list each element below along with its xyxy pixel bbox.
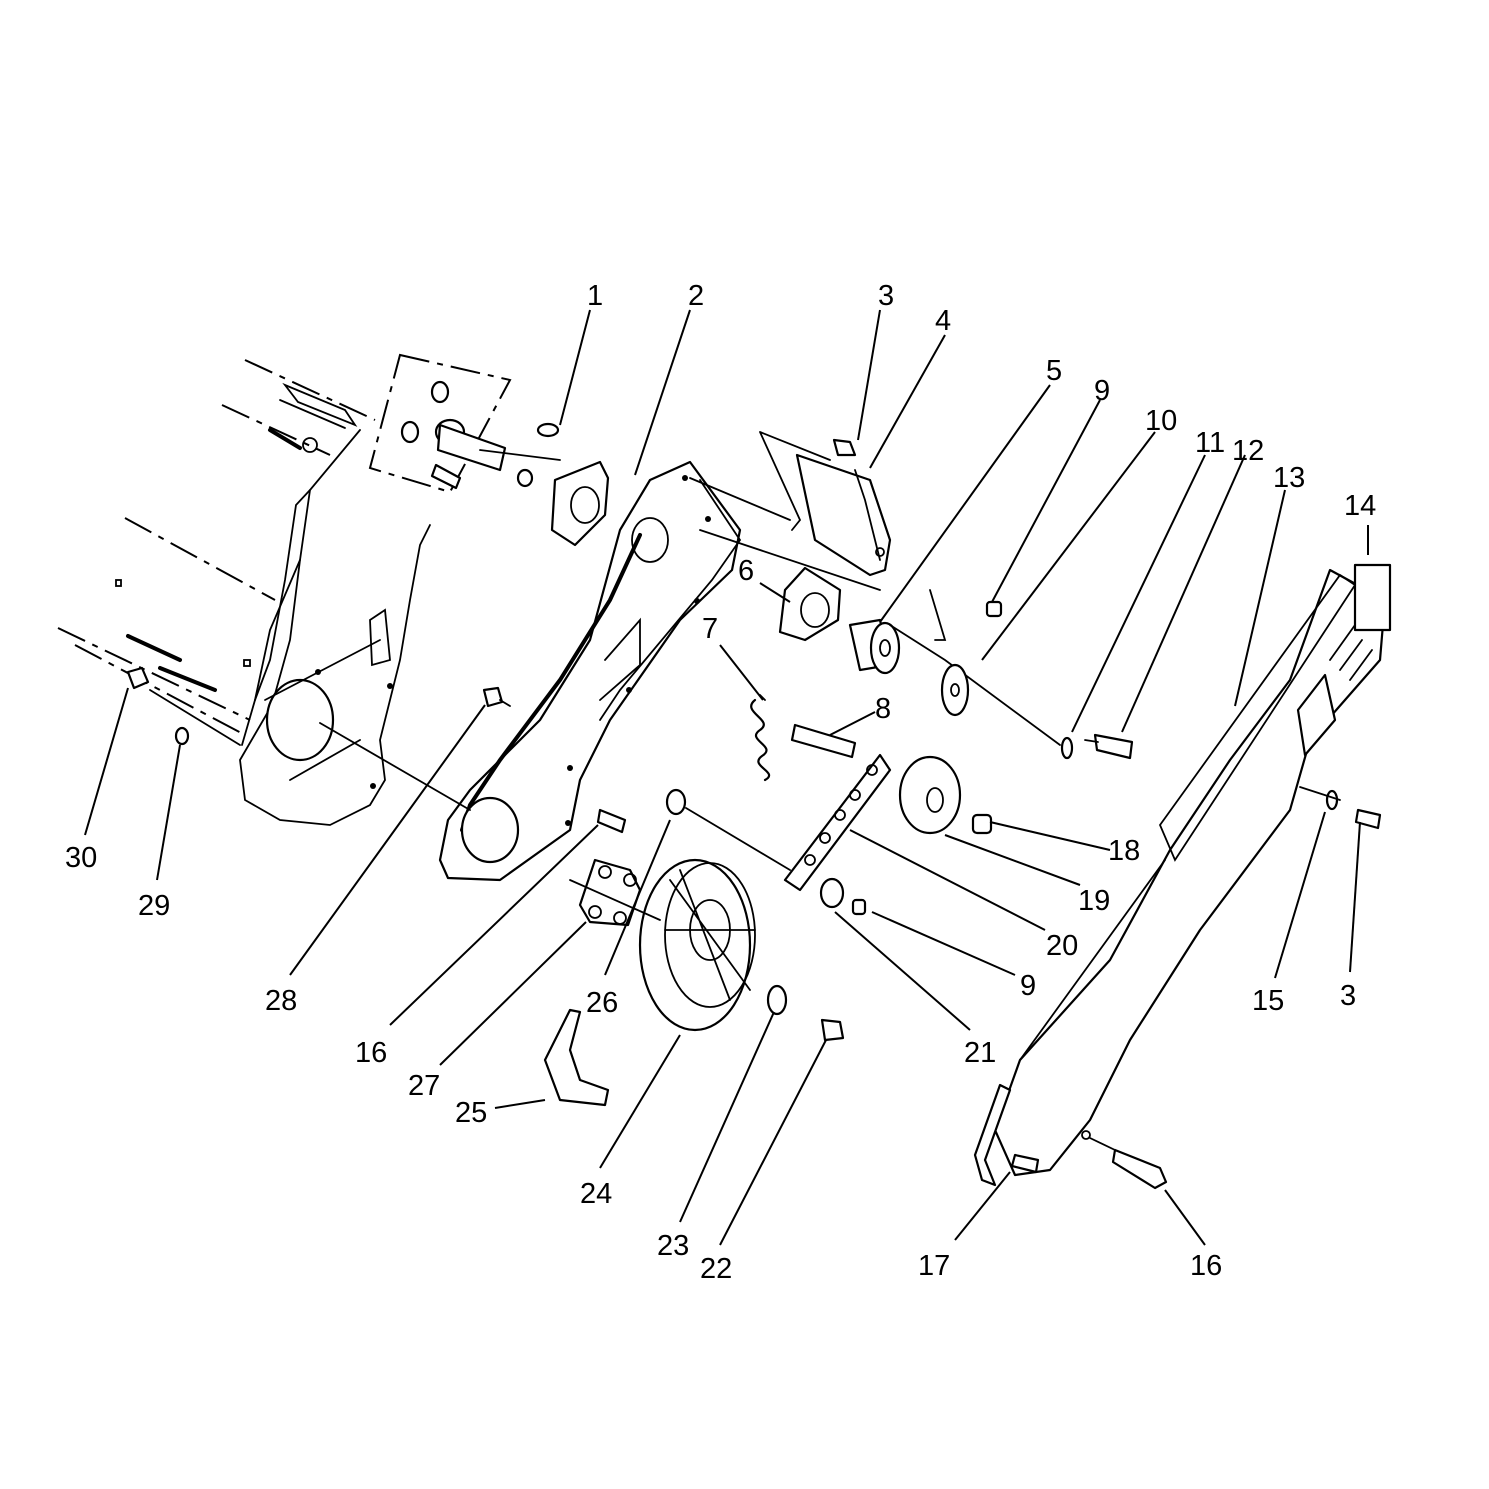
callout-26: 26 <box>586 987 618 1019</box>
arm-part-20 <box>783 753 892 892</box>
callout-28: 28 <box>265 985 297 1017</box>
belt-cover-part-13 <box>973 563 1392 1187</box>
callout-16-lower: 16 <box>1190 1250 1222 1282</box>
bolt-part-16-upper <box>596 808 627 834</box>
callout-22: 22 <box>700 1253 732 1285</box>
callout-2: 2 <box>688 280 704 312</box>
callout-27: 27 <box>408 1070 440 1102</box>
callout-7: 7 <box>702 613 718 645</box>
washer-part-10 <box>940 663 970 717</box>
callout-3-lower: 3 <box>1340 980 1356 1012</box>
washer-part-23 <box>766 984 788 1016</box>
bolt-part-8 <box>790 723 857 759</box>
pulley-part-19 <box>898 755 962 835</box>
nut-part-9-upper <box>985 600 1003 618</box>
callout-20: 20 <box>1046 930 1078 962</box>
callout-1: 1 <box>587 280 603 312</box>
callout-11: 11 <box>1195 427 1225 459</box>
nut-part-9-lower <box>851 898 867 916</box>
callout-19: 19 <box>1078 885 1110 917</box>
pin-part-1 <box>536 422 560 438</box>
bracket-part-27 <box>578 858 642 927</box>
washer-part-26 <box>665 788 687 816</box>
pulley-part-24 <box>638 788 845 1042</box>
callout-17: 17 <box>918 1250 950 1282</box>
callout-13: 13 <box>1273 462 1305 494</box>
leader-lines <box>84 309 1369 1246</box>
washer-part-15 <box>1325 789 1339 811</box>
washer-part-11 <box>1060 736 1074 760</box>
idler-assembly <box>778 566 1134 760</box>
tension-assembly <box>750 694 993 916</box>
callout-8: 8 <box>875 693 891 725</box>
nut-part-30 <box>126 666 150 690</box>
callout-15: 15 <box>1252 985 1284 1017</box>
callout-23: 23 <box>657 1230 689 1262</box>
callout-5: 5 <box>1046 355 1062 387</box>
bearing-plate <box>550 460 610 547</box>
nut-part-22 <box>820 1018 845 1042</box>
callout-14: 14 <box>1344 490 1376 522</box>
callout-16: 16 <box>355 1037 387 1069</box>
nut-part-18 <box>971 813 993 835</box>
tiller-frame <box>57 359 431 826</box>
callout-18: 18 <box>1108 835 1140 867</box>
belt-guide-part-25 <box>543 1008 610 1107</box>
washer-part-29 <box>174 726 190 746</box>
flange-part-6 <box>778 566 842 642</box>
callout-30: 30 <box>65 842 97 874</box>
callout-21: 21 <box>964 1037 996 1069</box>
bolt-part-12 <box>1093 733 1134 760</box>
callout-29: 29 <box>138 890 170 922</box>
callout-9: 9 <box>1094 375 1110 407</box>
callouts: 1 2 3 4 5 9 10 11 12 13 14 6 7 8 18 19 2… <box>65 280 1376 1285</box>
bolt-part-3-lower <box>1354 808 1382 830</box>
callout-25: 25 <box>455 1097 487 1129</box>
callout-12: 12 <box>1232 435 1264 467</box>
bolt-part-17 <box>1010 1153 1040 1174</box>
callout-4: 4 <box>935 305 951 337</box>
bolt-part-28 <box>482 686 504 708</box>
washer-part-21 <box>819 877 845 909</box>
bracket-part-4 <box>759 431 892 577</box>
callout-10: 10 <box>1145 405 1177 437</box>
bolt-part-16-lower <box>1111 1148 1168 1190</box>
callout-9-lower: 9 <box>1020 970 1036 1002</box>
label-part-14 <box>1353 563 1392 632</box>
callout-24: 24 <box>580 1178 612 1210</box>
callout-3: 3 <box>878 280 894 312</box>
callout-6: 6 <box>738 555 754 587</box>
shaft-assembly-group <box>368 353 561 494</box>
